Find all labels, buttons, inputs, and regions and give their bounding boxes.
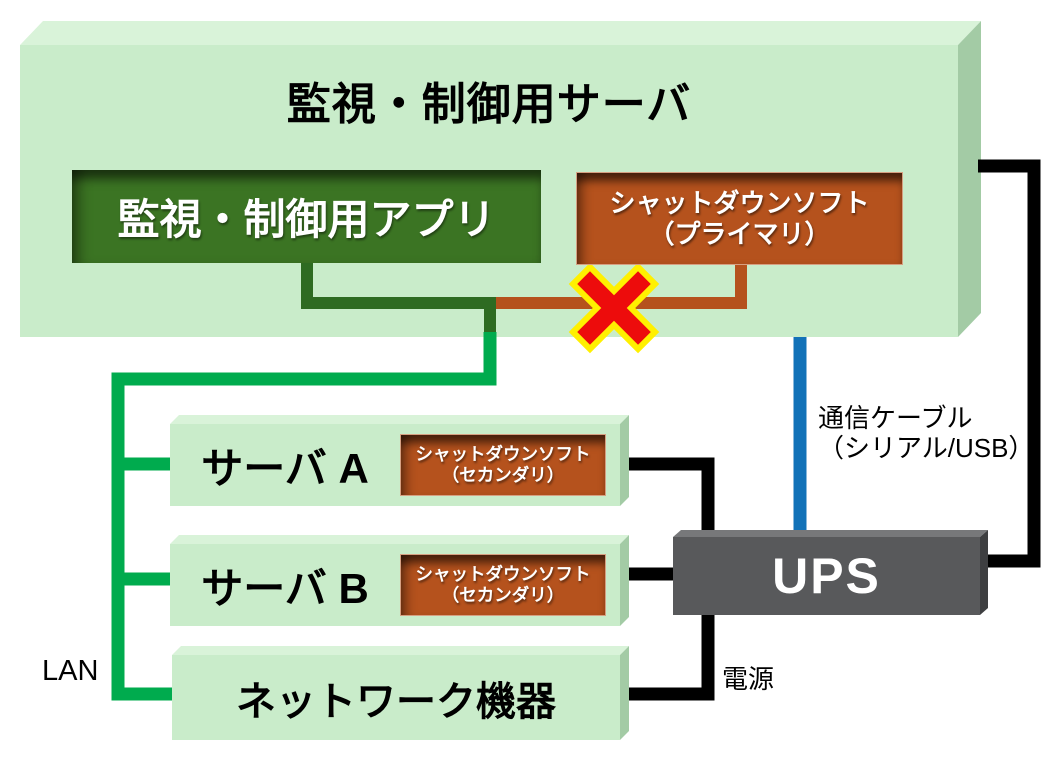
failure-cross-icon — [568, 262, 660, 354]
server-b-box-top — [170, 535, 629, 544]
server-a-box-side — [620, 415, 629, 506]
primary-shutdown-box: シャットダウンソフト （プライマリ） — [576, 172, 903, 265]
power-line-server-a — [624, 457, 715, 540]
primary-shutdown-connector-line — [484, 257, 747, 309]
network-label: ネットワーク機器 — [236, 679, 556, 724]
primary-shutdown-line2: （プライマリ） — [648, 218, 831, 249]
power-line-monitor-server — [978, 159, 1041, 568]
monitor-app-label: 監視・制御用アプリ — [117, 196, 496, 243]
server-b-shutdown-line1: シャットダウンソフト — [415, 564, 591, 584]
primary-shutdown-line1: シャットダウンソフト — [609, 187, 870, 218]
network-box-front — [172, 655, 620, 740]
ups-label: UPS — [772, 548, 881, 604]
comm-cable-label-line1: 通信ケーブル — [818, 403, 973, 433]
monitor-app-box: 監視・制御用アプリ — [72, 170, 541, 263]
server-b-shutdown-line2: （セカンダリ） — [441, 585, 565, 605]
monitor-server-box-side — [958, 21, 981, 337]
server-a-shutdown-box: シャットダウンソフト （セカンダリ） — [400, 434, 606, 496]
comm-cable-label: 通信ケーブル （シリアル/USB） — [818, 403, 1048, 465]
comm-cable-label-line2: （シリアル/USB） — [818, 433, 1035, 463]
ups-box-top — [673, 530, 988, 537]
power-line-network — [624, 612, 715, 701]
lan-trunk-line — [111, 332, 497, 701]
power-lines — [624, 159, 1041, 701]
server-b-label: サーバ B — [201, 564, 369, 612]
server-a-box-top — [170, 415, 629, 424]
ups-box — [673, 530, 988, 615]
power-label: 電源 — [722, 663, 775, 694]
server-b-box-side — [620, 535, 629, 626]
monitor-server-title: 監視・制御用サーバ — [286, 80, 692, 129]
ups-box-front — [673, 537, 980, 615]
monitor-server-box-top — [20, 21, 981, 45]
server-a-shutdown-line1: シャットダウンソフト — [415, 444, 591, 464]
network-box-side — [620, 646, 629, 740]
network-box-top — [172, 646, 629, 655]
server-b-shutdown-box: シャットダウンソフト （セカンダリ） — [400, 554, 606, 616]
lan-label: LAN — [42, 654, 99, 687]
lan-lines — [111, 332, 497, 701]
server-a-shutdown-line2: （セカンダリ） — [441, 465, 565, 485]
app-connector-line — [301, 263, 496, 338]
server-a-label: サーバ A — [201, 444, 369, 492]
network-box — [172, 646, 629, 740]
ups-box-side — [980, 530, 988, 615]
